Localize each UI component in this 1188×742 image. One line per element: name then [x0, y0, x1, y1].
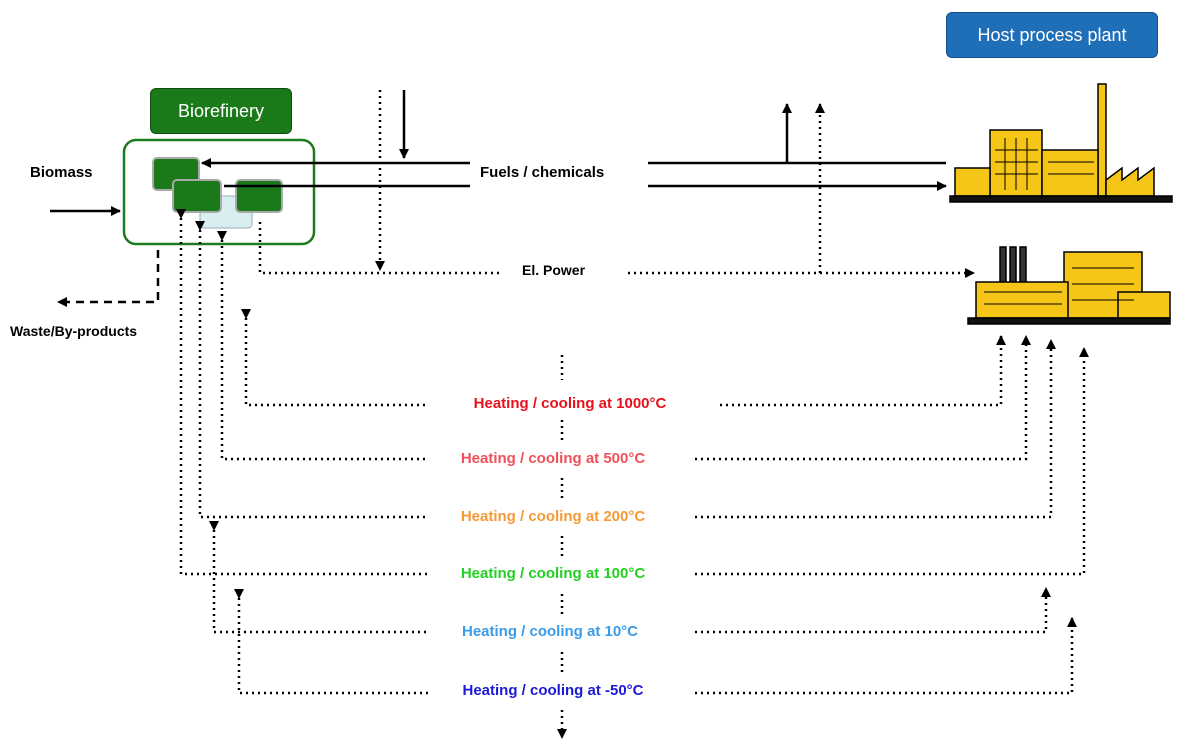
heat-level-minus50: Heating / cooling at -50°C — [413, 682, 693, 699]
fuels-label: Fuels / chemicals — [480, 164, 604, 181]
biorefinery-badge: Biorefinery — [150, 88, 292, 134]
factory-top-icon — [950, 84, 1172, 202]
heat-level-1000: Heating / cooling at 1000°C — [430, 395, 710, 412]
factory-bottom-icon — [968, 247, 1170, 324]
waste-label: Waste/By-products — [10, 323, 137, 339]
heat-level-200: Heating / cooling at 200°C — [413, 508, 693, 525]
power-label: El. Power — [522, 262, 585, 278]
heat-level-100: Heating / cooling at 100°C — [413, 565, 693, 582]
heat-level-500: Heating / cooling at 500°C — [413, 450, 693, 467]
power-lines — [260, 90, 974, 273]
waste-arrow — [58, 250, 158, 302]
host-process-plant-badge: Host process plant — [946, 12, 1158, 58]
heat-level-10: Heating / cooling at 10°C — [410, 623, 690, 640]
biomass-label: Biomass — [30, 164, 93, 181]
heat-lines — [181, 218, 1084, 738]
